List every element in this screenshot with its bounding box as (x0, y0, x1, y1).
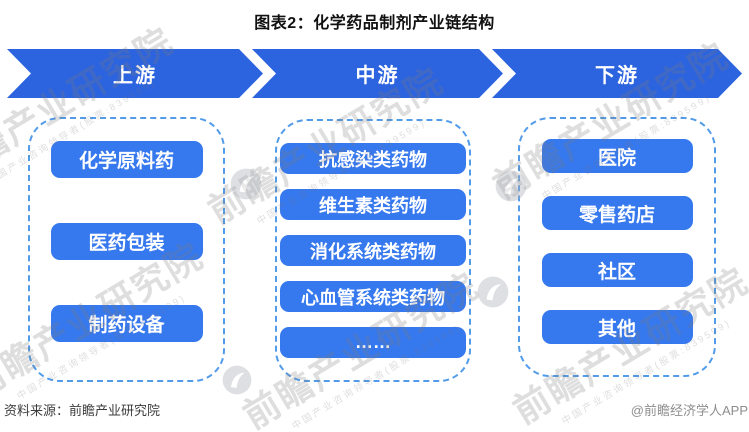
watermark-logo-icon (230, 168, 262, 200)
stage-item-pill: 制药设备 (50, 305, 203, 342)
stage-item-pill: 医院 (541, 139, 693, 173)
stage-item-pill: 抗感染类药物 (280, 143, 466, 174)
downstream-items-list: 医院零售药店社区其他 (520, 119, 714, 375)
upstream-items-list: 化学原料药医药包装制药设备 (30, 119, 223, 380)
stage-item-pill: 化学原料药 (50, 141, 203, 178)
watermark-logo-icon (477, 276, 509, 308)
stage-item-pill: 心血管系统类药物 (280, 281, 466, 312)
stage-item-pill: 医药包装 (50, 223, 203, 260)
stage-item-pill: 零售药店 (541, 196, 693, 230)
stage-arrow-upstream: 上游 (7, 49, 263, 98)
upstream-items-box: 化学原料药医药包装制药设备 (28, 117, 225, 382)
stage-arrow-label: 上游 (113, 65, 157, 87)
watermark-logo-icon (222, 365, 252, 395)
chart-title: 图表2：化学药品制剂产业链结构 (254, 15, 495, 32)
stage-item-pill: 社区 (541, 253, 693, 287)
midstream-items-list: 抗感染类药物维生素类药物消化系统类药物心血管系统类药物 …… (277, 121, 469, 380)
stage-item-pill: 维生素类药物 (280, 189, 466, 220)
downstream-items-box: 医院零售药店社区其他 (518, 117, 716, 377)
credit-note: @前瞻经济学人APP (630, 403, 748, 418)
stage-arrow-midstream: 中游 (252, 49, 503, 98)
stage-arrow-label: 中游 (355, 65, 400, 87)
stage-item-pill: …… (280, 327, 466, 358)
stage-item-pill: 消化系统类药物 (280, 235, 466, 266)
stage-item-pill: 其他 (541, 310, 693, 344)
midstream-items-box: 抗感染类药物维生素类药物消化系统类药物心血管系统类药物 …… (275, 119, 471, 382)
stage-arrow-label: 下游 (595, 65, 639, 87)
source-note: 资料来源：前瞻产业研究院 (4, 403, 161, 418)
stage-arrow-downstream: 下游 (492, 49, 742, 98)
